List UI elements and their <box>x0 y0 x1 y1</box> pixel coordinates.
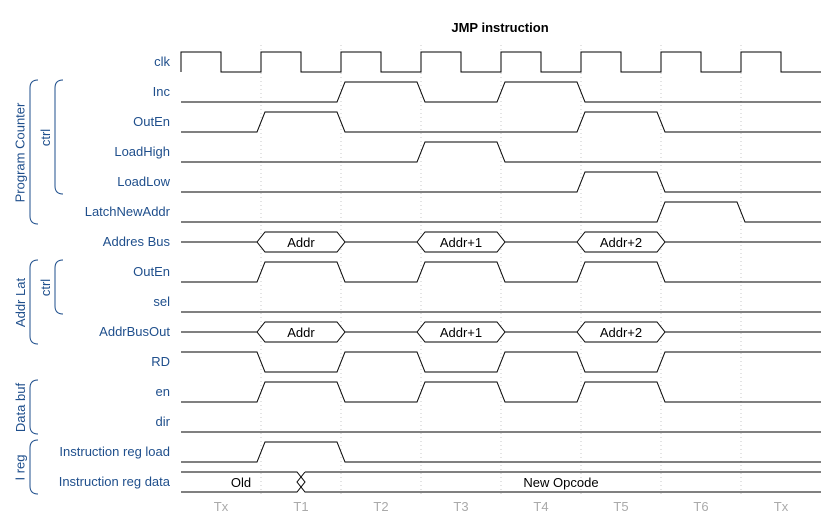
signal-label-dir: dir <box>155 414 170 429</box>
waveform-loadhigh <box>181 141 821 163</box>
waveform-outen <box>181 261 821 283</box>
data-buf-bracket <box>29 379 39 435</box>
waveform-instruction-reg-data-value <box>181 471 306 493</box>
ctrl-bracket <box>54 79 64 195</box>
waveform-addres-bus-value-label: Addr <box>287 235 315 250</box>
cycle-label: T4 <box>533 499 549 514</box>
signal-label-en: en <box>155 384 170 399</box>
waveform-inc <box>181 81 821 103</box>
cycle-label: T3 <box>453 499 469 514</box>
cycle-label: T6 <box>693 499 709 514</box>
waveform-addres-bus-value-label: Addr+1 <box>440 235 482 250</box>
signal-label-sel: sel <box>153 294 170 309</box>
waveform-addrbusout-value-label: Addr+2 <box>600 325 642 340</box>
signal-label-addres-bus: Addres Bus <box>102 234 170 249</box>
waveform-addrbusout-value-label: Addr <box>287 325 315 340</box>
ctrl-bracket <box>54 259 64 315</box>
waveform-instruction-reg-load <box>181 441 821 463</box>
waveform-instruction-reg-data-value-label: New Opcode <box>523 475 598 490</box>
waveform-rd <box>181 351 821 373</box>
waveform-outen <box>181 111 821 133</box>
waveform-en <box>181 381 821 403</box>
signal-label-addrbusout: AddrBusOut <box>99 324 170 339</box>
diagram-title: JMP instruction <box>451 20 549 35</box>
waveform-latchnewaddr <box>181 201 821 223</box>
waveform-loadlow <box>181 171 821 193</box>
cycle-label: T1 <box>293 499 309 514</box>
signal-label-latchnewaddr: LatchNewAddr <box>84 204 170 219</box>
signal-label-clk: clk <box>154 54 170 69</box>
cycle-label: Tx <box>773 499 789 514</box>
waveform-instruction-reg-data-value-label: Old <box>231 475 251 490</box>
program-counter-bracket <box>29 79 39 225</box>
cycle-label: T2 <box>373 499 389 514</box>
cycle-label: T5 <box>613 499 629 514</box>
cycle-label: Tx <box>213 499 229 514</box>
signal-label-rd: RD <box>151 354 170 369</box>
signal-label-instruction-reg-load: Instruction reg load <box>59 444 170 459</box>
waveform-addrbusout-value-label: Addr+1 <box>440 325 482 340</box>
i-reg-bracket <box>29 439 39 495</box>
addr-lat-bracket <box>29 259 39 345</box>
signal-label-outen: OutEn <box>133 264 170 279</box>
waveform-instruction-reg-data-value <box>296 471 821 493</box>
waveform-clk <box>180 51 821 73</box>
signal-label-inc: Inc <box>152 84 170 99</box>
signal-label-instruction-reg-data: Instruction reg data <box>58 474 170 489</box>
waveform-addres-bus-value-label: Addr+2 <box>600 235 642 250</box>
signal-label-loadhigh: LoadHigh <box>114 144 170 159</box>
signal-label-loadlow: LoadLow <box>117 174 170 189</box>
signal-label-outen: OutEn <box>133 114 170 129</box>
